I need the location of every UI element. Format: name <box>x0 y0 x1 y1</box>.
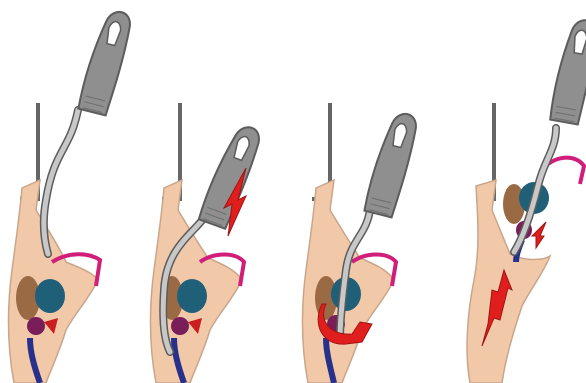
teal-organ-1 <box>35 279 65 313</box>
panel-1 <box>9 8 134 383</box>
teal-organ-2 <box>177 279 207 313</box>
panel-4 <box>467 17 586 383</box>
instrument-handle-1 <box>78 8 134 117</box>
instrument-handle-3 <box>364 110 420 219</box>
small-down-arrow <box>532 222 546 248</box>
panel-2 <box>151 103 264 383</box>
purple-organ-2 <box>171 317 189 335</box>
purple-organ-1 <box>27 317 45 335</box>
instrument-handle-4 <box>549 17 586 125</box>
panel-3 <box>303 103 420 383</box>
